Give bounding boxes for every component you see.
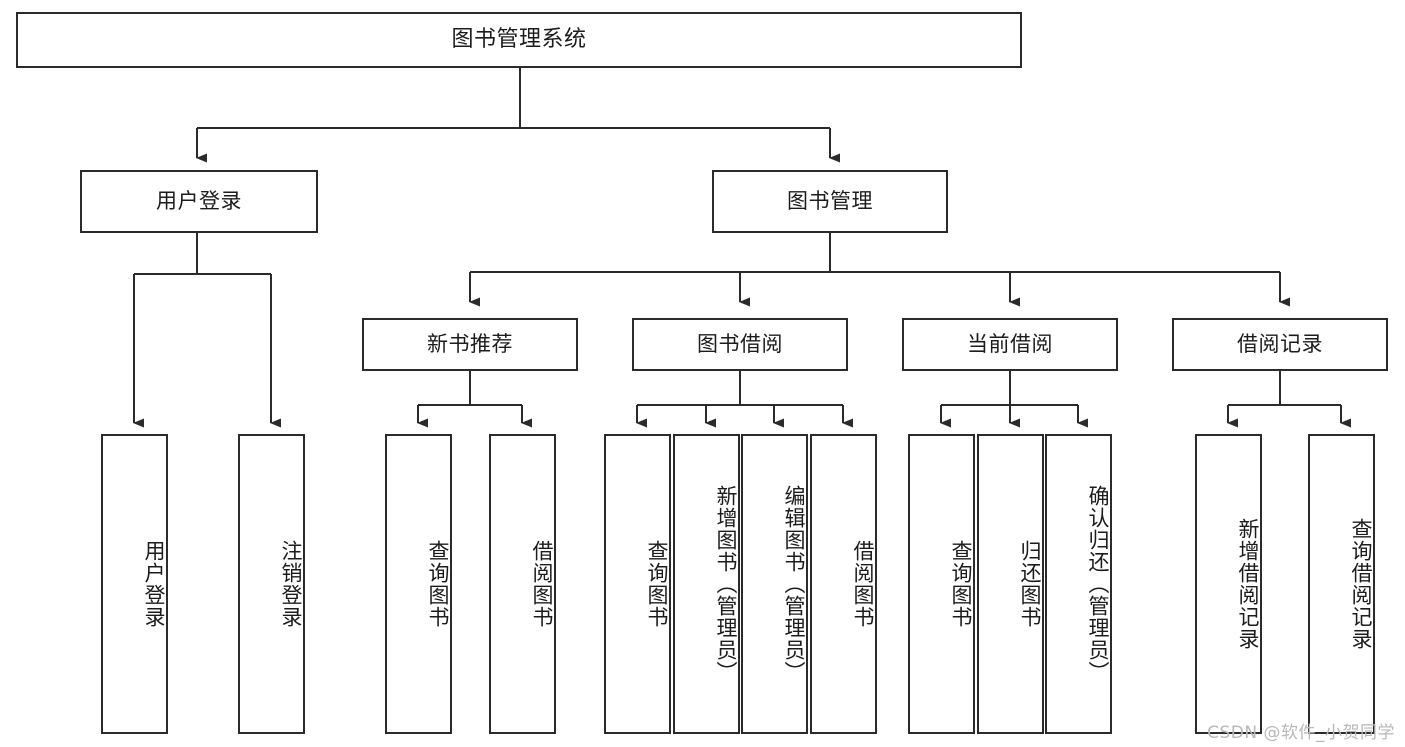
node-label: 查询图书 — [949, 540, 973, 628]
node-label: 借阅图书 — [530, 540, 554, 628]
node-leaf-logout-login[interactable]: 注销登录 — [238, 434, 305, 734]
node-leaf-query-book-2[interactable]: 查询图书 — [604, 434, 671, 734]
node-label: 借阅记录 — [1237, 332, 1323, 357]
node-label: 用户登录 — [142, 540, 166, 628]
node-label: 图书借阅 — [697, 332, 783, 357]
node-leaf-borrow-book-1[interactable]: 借阅图书 — [489, 434, 556, 734]
node-label: 图书管理 — [787, 189, 873, 214]
node-label: 新增借阅记录 — [1236, 518, 1260, 650]
node-label: 当前借阅 — [967, 332, 1053, 357]
node-label: 借阅图书 — [851, 540, 875, 628]
node-label: 编辑图书（管理员） — [782, 485, 806, 683]
node-leaf-query-record[interactable]: 查询借阅记录 — [1308, 434, 1375, 734]
node-label: 注销登录 — [279, 540, 303, 628]
node-book-management[interactable]: 图书管理 — [712, 170, 948, 233]
node-label: 查询图书 — [645, 540, 669, 628]
node-leaf-query-book-3[interactable]: 查询图书 — [908, 434, 975, 734]
node-leaf-borrow-book-2[interactable]: 借阅图书 — [810, 434, 877, 734]
node-label: 查询图书 — [426, 540, 450, 628]
node-label: 新书推荐 — [427, 332, 513, 357]
node-label: 确认归还（管理员） — [1086, 485, 1110, 683]
node-leaf-add-book[interactable]: 新增图书（管理员） — [673, 434, 740, 734]
node-label: 归还图书 — [1018, 540, 1042, 628]
node-label: 用户登录 — [156, 189, 242, 214]
node-user-login[interactable]: 用户登录 — [80, 170, 318, 233]
node-leaf-confirm-return[interactable]: 确认归还（管理员） — [1045, 434, 1112, 734]
node-borrow-record[interactable]: 借阅记录 — [1172, 318, 1388, 371]
node-current-borrow[interactable]: 当前借阅 — [902, 318, 1118, 371]
node-label: 图书管理系统 — [451, 27, 587, 53]
node-leaf-query-book-1[interactable]: 查询图书 — [385, 434, 452, 734]
node-leaf-user-login[interactable]: 用户登录 — [101, 434, 168, 734]
node-leaf-add-record[interactable]: 新增借阅记录 — [1195, 434, 1262, 734]
node-root-system[interactable]: 图书管理系统 — [16, 12, 1022, 68]
node-new-book-recommend[interactable]: 新书推荐 — [362, 318, 578, 371]
watermark-text: CSDN @软件_小贺同学 — [1207, 723, 1395, 743]
node-leaf-return-book[interactable]: 归还图书 — [977, 434, 1044, 734]
node-label: 查询借阅记录 — [1349, 518, 1373, 650]
node-leaf-edit-book[interactable]: 编辑图书（管理员） — [741, 434, 808, 734]
node-label: 新增图书（管理员） — [714, 485, 738, 683]
node-book-borrow[interactable]: 图书借阅 — [632, 318, 848, 371]
